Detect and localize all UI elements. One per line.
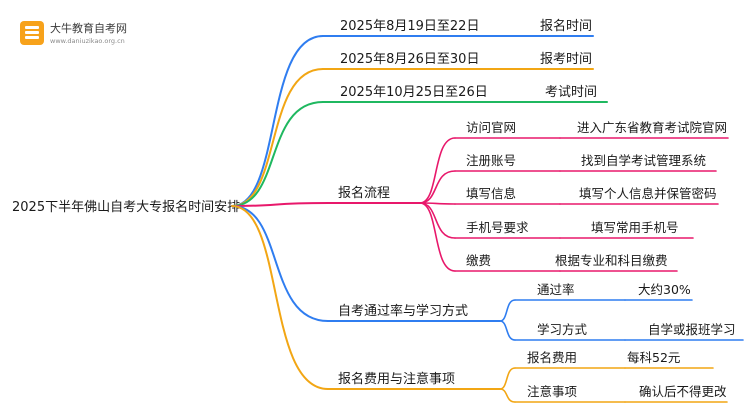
- subtopic-label: 注册账号: [466, 153, 516, 168]
- logo-url: www.daniuzikao.org.cn: [50, 37, 125, 45]
- branch-label: 2025年8月19日至22日: [340, 19, 479, 34]
- branch-connector: [231, 68, 324, 207]
- branch-connector: [231, 205, 329, 322]
- logo-title: 大牛教育自考网: [50, 21, 127, 35]
- branch-label: 报名费用与注意事项: [338, 371, 455, 387]
- site-logo: 大牛教育自考网 www.daniuzikao.org.cn: [20, 21, 127, 45]
- branch-connector: [231, 202, 329, 207]
- detail-label: 大约30%: [638, 282, 691, 297]
- subtopic-connector: [499, 320, 516, 341]
- branch-label: 2025年10月25日至26日: [340, 85, 488, 100]
- branch-tag-label: 考试时间: [545, 85, 597, 100]
- subtopic-label: 填写信息: [466, 186, 516, 201]
- detail-label: 自学或报班学习: [648, 322, 736, 337]
- branch-tag-label: 报考时间: [540, 52, 592, 67]
- subtopic-label: 通过率: [537, 282, 575, 297]
- root-topic: 2025下半年佛山自考大专报名时间安排: [12, 199, 240, 215]
- subtopic-connector: [419, 202, 456, 239]
- subtopic-connector: [499, 367, 516, 390]
- detail-label: 填写个人信息并保管密码: [579, 186, 717, 201]
- subtopic-connector: [499, 299, 516, 322]
- subtopic-connector: [419, 202, 456, 272]
- detail-label: 进入广东省教育考试院官网: [577, 120, 727, 135]
- nodes: 2025年8月19日至22日 报名时间 2025年8月26日至30日 报考时间 2025…: [338, 18, 736, 399]
- subtopic-label: 缴费: [466, 253, 491, 268]
- detail-label: 确认后不得更改: [639, 384, 727, 399]
- branch-tag-label: 报名时间: [540, 18, 592, 34]
- detail-label: 找到自学考试管理系统: [581, 153, 706, 168]
- branch-label: 2025年8月26日至30日: [340, 52, 479, 67]
- subtopic-label: 手机号要求: [466, 220, 529, 235]
- detail-label: 每科52元: [627, 350, 680, 365]
- detail-label: 根据专业和科目缴费: [555, 253, 668, 268]
- subtopic-label: 访问官网: [466, 120, 516, 135]
- branch-label: 报名流程: [338, 185, 390, 201]
- detail-label: 填写常用手机号: [591, 220, 679, 235]
- subtopic-connector: [419, 137, 456, 204]
- branch-connector: [231, 101, 324, 207]
- branch-connector: [231, 205, 329, 390]
- subtopic-label: 注意事项: [527, 384, 577, 399]
- branch-connector: [231, 35, 324, 207]
- subtopic-connector: [419, 170, 456, 204]
- subtopic-connector: [499, 388, 516, 403]
- branch-label: 自考通过率与学习方式: [338, 303, 468, 319]
- subtopic-label: 学习方式: [537, 322, 588, 337]
- connectors: [231, 35, 744, 403]
- subtopic-label: 报名费用: [527, 350, 577, 365]
